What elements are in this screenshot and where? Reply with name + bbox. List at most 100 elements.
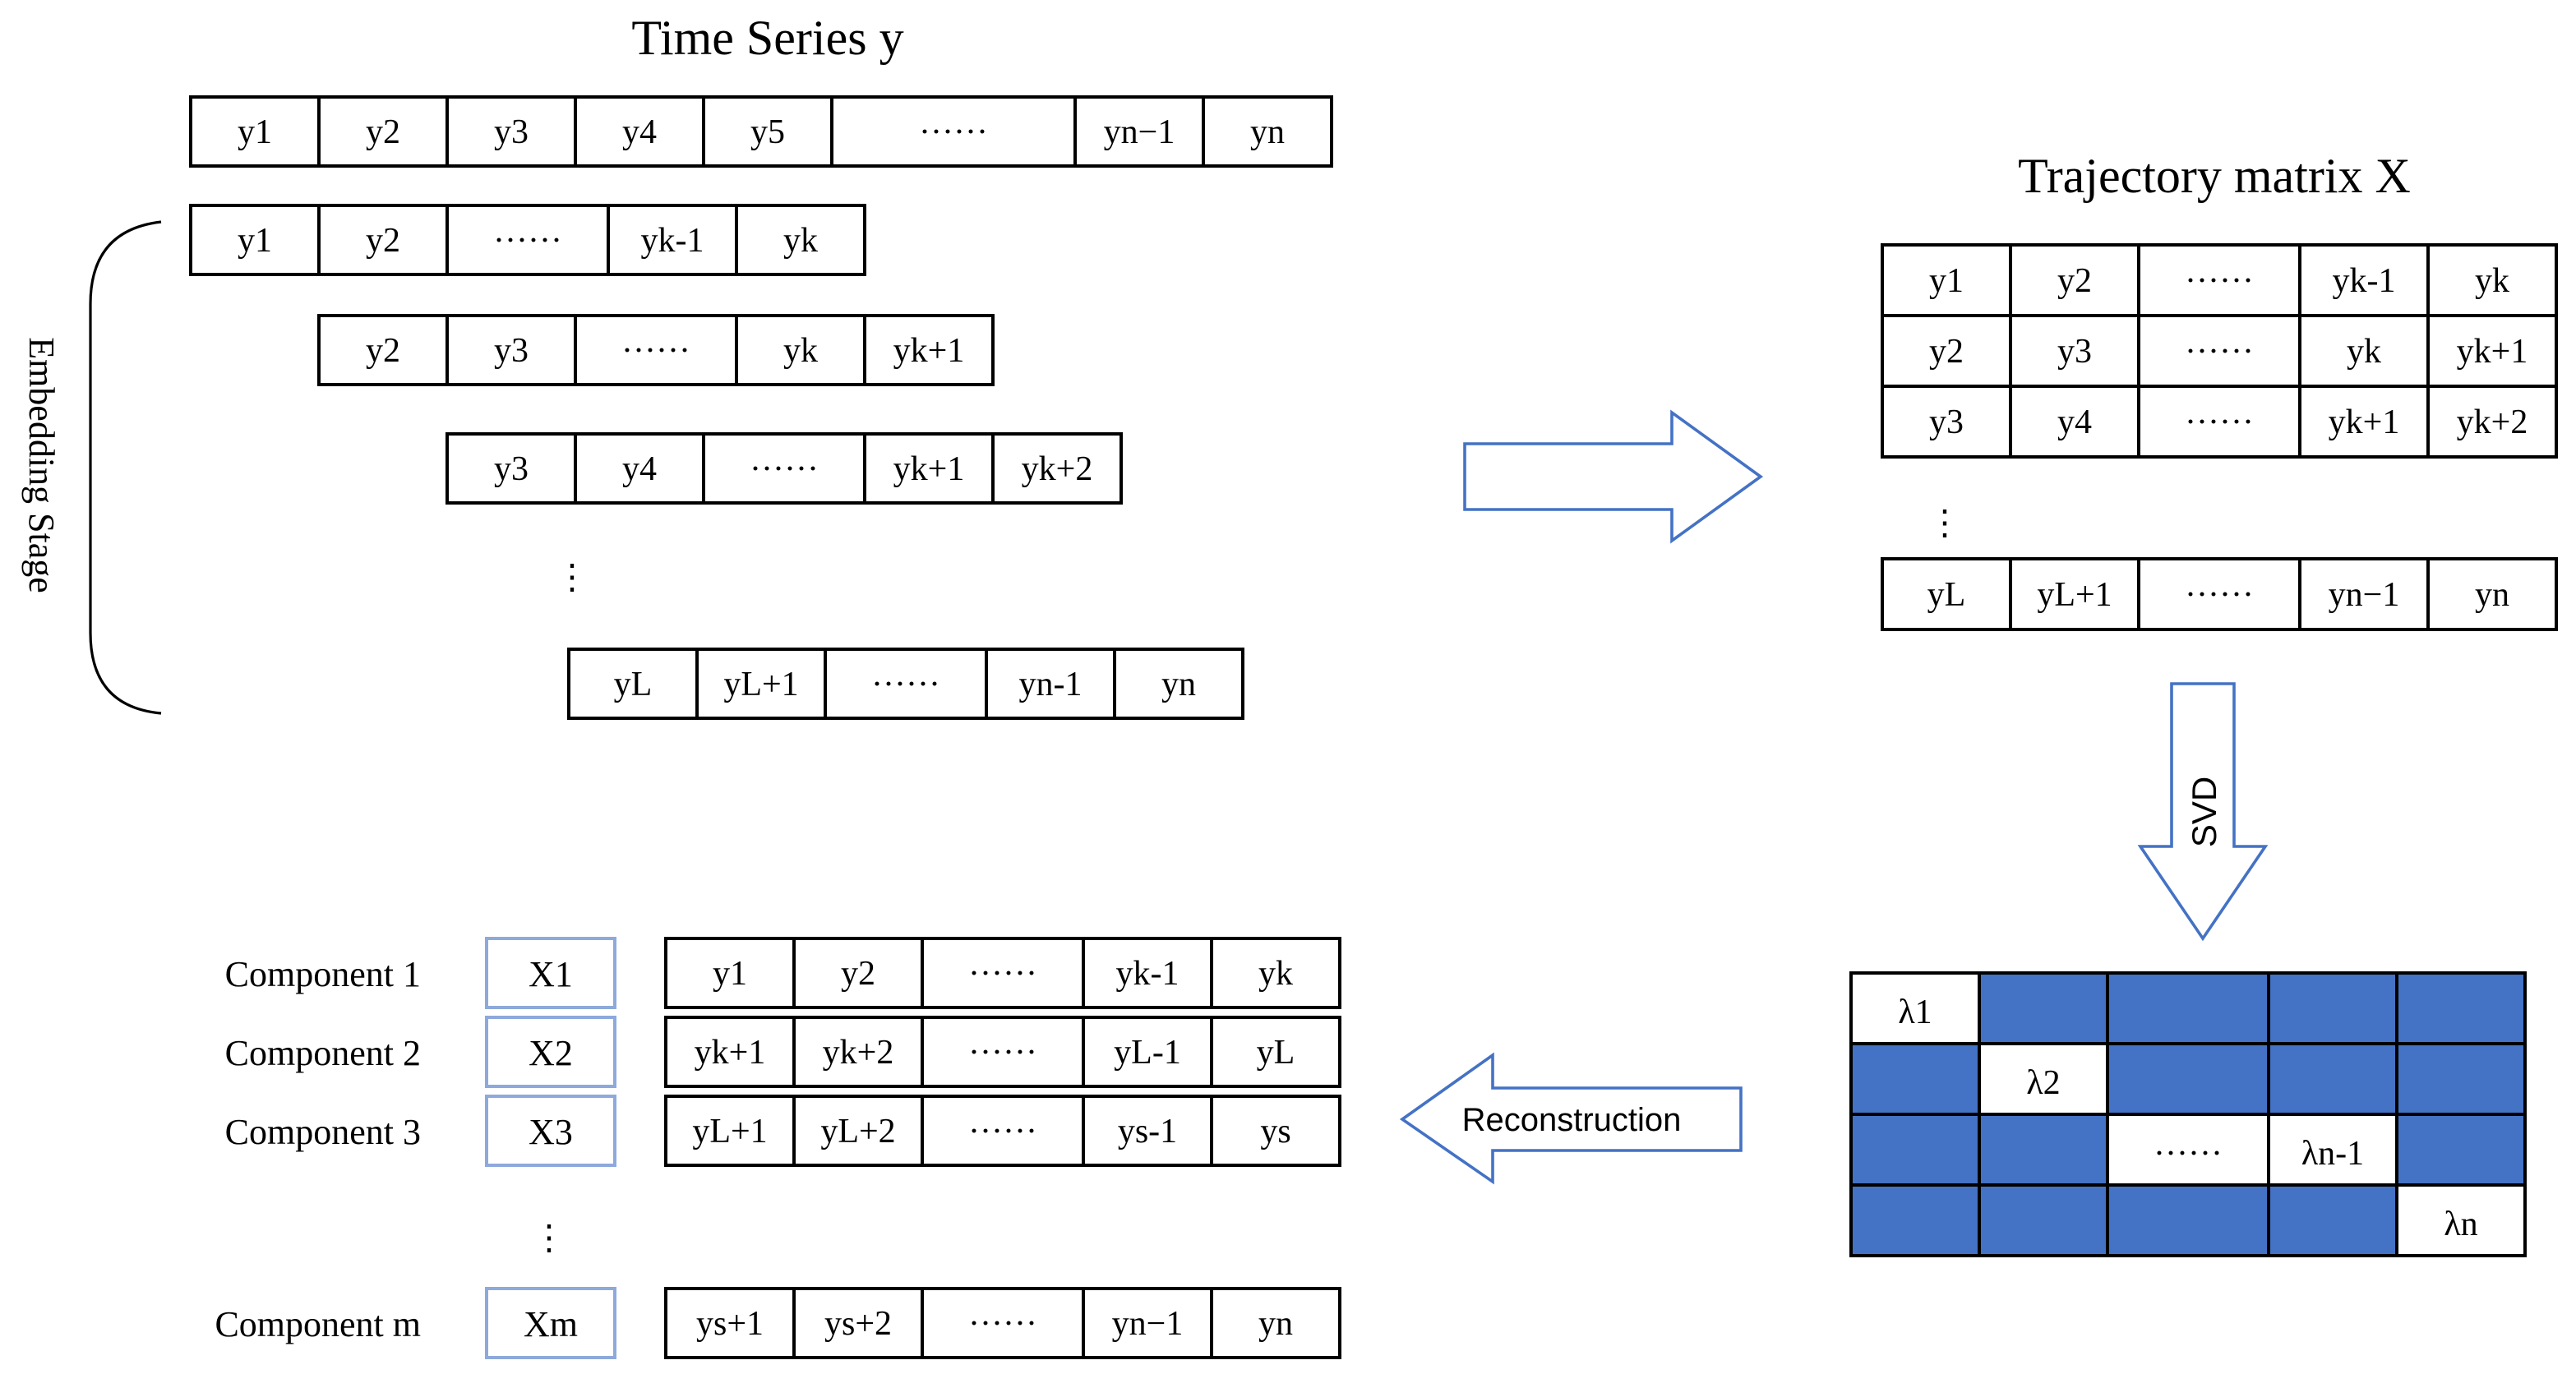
cell-box	[792, 1287, 924, 1359]
cell-label: yL+1	[692, 1113, 767, 1150]
cell-box	[1082, 937, 1213, 1009]
cell-label: yk	[783, 332, 818, 370]
cell-label: yL+1	[723, 666, 798, 703]
cell-label: yk+2	[2457, 403, 2528, 441]
cell-box	[574, 314, 738, 386]
off-diagonal-cell	[2395, 971, 2527, 1045]
cell-ellipsis: ······	[2185, 576, 2254, 614]
cell-box	[317, 314, 449, 386]
cell-label: yk	[783, 222, 818, 260]
cell-box	[1210, 1287, 1341, 1359]
cell-ellipsis: ······	[968, 1113, 1037, 1150]
cell-label: y3	[494, 450, 529, 488]
cell-box	[2009, 385, 2140, 459]
cell-label: yL	[614, 666, 653, 703]
trajectory-title: Trajectory matrix X	[2018, 149, 2411, 203]
cell-box	[607, 204, 738, 276]
cell-box	[2137, 314, 2301, 388]
component-matrix-label: X1	[529, 954, 573, 994]
cell-label: yk+1	[2457, 333, 2528, 371]
cell-label: yk-1	[1116, 955, 1180, 993]
cell-label: yn−1	[2329, 576, 2400, 614]
cell-box	[2426, 243, 2558, 317]
cell-box	[735, 204, 866, 276]
cell-label: y3	[494, 113, 529, 151]
cell-label: y2	[1929, 333, 1964, 371]
cell-box	[702, 432, 866, 505]
cell-label: yn	[1258, 1305, 1293, 1343]
component-name: Component 2	[225, 1033, 421, 1073]
cell-box	[863, 432, 995, 505]
cell-label: yn−1	[1104, 113, 1175, 151]
cell-box	[189, 204, 321, 276]
cell-label: yL	[1927, 576, 1966, 614]
cell-ellipsis: ······	[919, 113, 988, 151]
off-diagonal-cell	[1849, 1042, 1981, 1116]
cell-label: yn	[1161, 666, 1196, 703]
cell-box	[1210, 1016, 1341, 1088]
cell-box	[830, 95, 1077, 168]
cell-label: y5	[750, 113, 785, 151]
reconstruction-label: Reconstruction	[1462, 1102, 1682, 1138]
component-matrix-label: X2	[529, 1033, 573, 1073]
off-diagonal-cell	[2267, 1183, 2398, 1257]
cell-box	[921, 1287, 1085, 1359]
cell-box	[985, 648, 1116, 720]
cell-label: y2	[2057, 262, 2092, 300]
cell-box	[664, 1095, 796, 1167]
embedding-ellipsis: ⋮	[555, 559, 589, 597]
time-series-title: Time Series y	[631, 11, 903, 65]
off-diagonal-cell	[1978, 1113, 2109, 1187]
cell-box	[1210, 1095, 1341, 1167]
singular-value: λ2	[2026, 1064, 2060, 1102]
cell-label: yk	[2347, 333, 2381, 371]
cell-box	[2426, 557, 2558, 631]
cell-label: yk+2	[823, 1034, 894, 1072]
cell-label: y2	[366, 222, 400, 260]
cell-label: yn	[2475, 576, 2509, 614]
trajectory-ellipsis: ⋮	[1927, 505, 1962, 542]
cell-label: yk+1	[893, 332, 965, 370]
cell-label: yk-1	[641, 222, 704, 260]
cell-box	[445, 432, 577, 505]
cell-label: ys-1	[1118, 1113, 1177, 1150]
off-diagonal-cell	[2267, 971, 2398, 1045]
cell-label: y4	[622, 113, 657, 151]
cell-label: y1	[238, 113, 272, 151]
cell-label: yn-1	[1019, 666, 1083, 703]
cell-box	[317, 95, 449, 168]
cell-label: yk	[2475, 262, 2509, 300]
cell-box	[317, 204, 449, 276]
cell-box	[921, 1095, 1085, 1167]
cell-box	[1073, 95, 1205, 168]
component-name: Component m	[215, 1304, 421, 1344]
cell-box	[664, 937, 796, 1009]
trajectory-row: yL yL+1 ······ yn−1 yn	[1881, 557, 2558, 631]
cell-box	[863, 314, 995, 386]
off-diagonal-cell	[2106, 1183, 2270, 1257]
cell-label: yL-1	[1114, 1034, 1181, 1072]
cell-label: y2	[841, 955, 875, 993]
diagonal-cell	[1978, 1042, 2109, 1116]
off-diagonal-cell	[1849, 1113, 1981, 1187]
cell-label: yL+1	[2037, 576, 2112, 614]
cell-label: y3	[1929, 403, 1964, 441]
cell-label: ys+1	[696, 1305, 764, 1343]
cell-box	[2298, 314, 2430, 388]
cell-box	[702, 95, 833, 168]
cell-ellipsis: ······	[621, 332, 690, 370]
cell-label: y4	[622, 450, 657, 488]
cell-ellipsis: ······	[968, 1305, 1037, 1343]
component-matrix-box	[485, 937, 616, 1009]
cell-ellipsis: ······	[493, 222, 562, 260]
component-matrix-box	[485, 1016, 616, 1088]
